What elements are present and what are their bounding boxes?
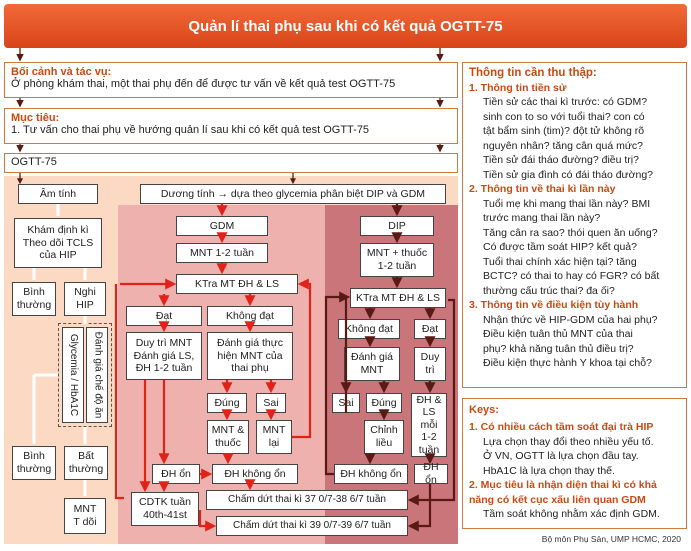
objective-heading: Mục tiêu:	[11, 112, 60, 124]
khong-dat-dip-box: Không đạt	[338, 319, 400, 339]
danh-gia-thuc-hien-box: Đánh giá thực hiện MNT của thai phụ	[207, 332, 293, 380]
key-item-2: 2. Mục tiêu là nhận diện thai kì có khả …	[469, 478, 680, 521]
dh-khong-on-gdm-box: ĐH không ổn	[212, 464, 298, 484]
info-section-1: 1. Thông tin tiền sử Tiền sử các thai kì…	[469, 81, 680, 182]
key-item-1: 1. Có nhiều cách tầm soát đại trà HIP Lự…	[469, 420, 680, 478]
info-section-2: 2. Thông tin về thai kì lần này Tuổi mẹ …	[469, 182, 680, 298]
mnt-tdoi-box: MNT T dõi	[64, 498, 106, 534]
binh-thuong-box-2: Bình thường	[12, 446, 56, 480]
info-section-3: 3. Thông tin về điều kiện tùy hành Nhận …	[469, 298, 680, 370]
ktra-dip-box: KTra MT ĐH & LS	[350, 288, 446, 308]
info-section-body: Tiền sử các thai kì trước: có GDM? sinh …	[483, 96, 653, 181]
dh-on-dip-box: ĐH ổn	[414, 461, 448, 486]
key-item-body: Lựa chọn thay đổi theo nhiều yếu tố. Ở V…	[483, 435, 654, 477]
sai-gdm-box: Sai	[256, 393, 286, 413]
cham-dut-37-box: Chấm dứt thai kì 37 0/7-38 6/7 tuần	[206, 490, 408, 510]
nghi-hip-box: Nghi HIP	[64, 282, 106, 316]
glycemia-box: Glycemia / HbA1C	[62, 327, 84, 423]
dung-dip-box: Đúng	[366, 393, 402, 413]
mnt-thuoc-box: MNT & thuốc	[207, 420, 249, 454]
dh-khong-on-dip-box: ĐH không ổn	[334, 464, 408, 484]
duy-tri-box: Duy trì	[414, 347, 446, 381]
dh-on-gdm-box: ĐH ổn	[152, 464, 200, 484]
info-section-body: Nhận thức về HIP-GDM của hai phụ? Điều k…	[483, 313, 658, 370]
kham-dinh-ki-box: Khám định kì Theo dõi TCLS của HIP	[14, 218, 102, 268]
keys-panel: Keys: 1. Có nhiều cách tầm soát đại trà …	[462, 398, 687, 529]
info-section-body: Tuổi mẹ khi mang thai lần này? BMI trước…	[483, 197, 660, 297]
bat-thuong-box: Bất thường	[64, 446, 108, 480]
khong-dat-gdm-box: Không đạt	[207, 306, 293, 326]
context-heading: Bối cảnh và tác vụ:	[11, 66, 112, 78]
ogtt-label: OGTT-75	[11, 156, 57, 168]
cham-dut-39-box: Chấm dứt thai kì 39 0/7-39 6/7 tuần	[216, 516, 408, 536]
danh-gia-che-do-an-label: Đánh giá chế độ ăn	[92, 331, 104, 419]
info-section-title: 3. Thông tin về điều kiện tùy hành	[469, 299, 639, 312]
info-section-title: 1. Thông tin tiền sử	[469, 82, 567, 94]
footer-credit: Bộ môn Phụ Sản, UMP HCMC, 2020	[541, 534, 681, 544]
ktra-gdm-box: KTra MT ĐH & LS	[176, 274, 298, 294]
keys-heading: Keys:	[469, 404, 499, 416]
objective-text: 1. Tư vấn cho thai phụ về hướng quản lí …	[11, 124, 370, 136]
mnt-lai-box: MNT lại	[256, 420, 292, 454]
duy-tri-mnt-box: Duy trì MNT Đánh giá LS, ĐH 1-2 tuần	[126, 332, 202, 380]
info-section-title: 2. Thông tin về thai kì lần này	[469, 183, 616, 196]
danh-gia-mnt-box: Đánh giá MNT	[344, 347, 400, 381]
sai-dip-box: Sai	[332, 393, 360, 413]
binh-thuong-box-1: Bình thường	[12, 282, 56, 316]
info-panel: Thông tin cần thu thập: 1. Thông tin tiề…	[462, 62, 687, 388]
danh-gia-che-do-an-box: Đánh giá chế độ ăn	[86, 327, 108, 423]
key-item-title: 1. Có nhiều cách tầm soát đại trà HIP	[469, 421, 654, 434]
dh-ls-moi-box: ĐH & LS mỗi 1-2 tuần	[411, 393, 447, 457]
context-panel: Bối cảnh và tác vụ: Ở phòng khám thai, m…	[4, 62, 458, 98]
cdtk-box: CDTK tuần 40th-41st	[131, 492, 199, 526]
objective-panel: Mục tiêu: 1. Tư vấn cho thai phụ về hướn…	[4, 108, 458, 144]
page-title: Quản lí thai phụ sau khi có kết quả OGTT…	[4, 4, 687, 48]
info-list: 1. Thông tin tiền sử Tiền sử các thai kì…	[469, 81, 680, 371]
am-tinh-box: Âm tính	[18, 184, 98, 204]
key-item-title: 2. Mục tiêu là nhận diện thai kì có khả …	[469, 479, 657, 506]
glycemia-label: Glycemia / HbA1C	[68, 333, 79, 417]
chinh-lieu-box: Chỉnh liều	[364, 420, 404, 454]
dat-dip-box: Đạt	[414, 319, 446, 339]
mnt-thuoc-dip-box: MNT + thuốc 1-2 tuần	[360, 243, 434, 277]
gdm-box: GDM	[176, 216, 268, 236]
ogtt-bar: OGTT-75	[4, 153, 458, 173]
mnt-12-box: MNT 1-2 tuần	[176, 243, 268, 263]
dip-box: DIP	[360, 216, 434, 236]
info-heading: Thông tin cần thu thập:	[469, 67, 597, 79]
key-item-body: Tầm soát không nhằm xác định GDM.	[483, 508, 660, 521]
context-text: Ở phòng khám thai, một thai phụ đến để đ…	[11, 78, 396, 90]
dung-gdm-box: Đúng	[207, 393, 247, 413]
dat-gdm-box: Đạt	[126, 306, 202, 326]
duong-tinh-box: Dương tính → dựa theo glycemia phân biệt…	[140, 184, 446, 204]
